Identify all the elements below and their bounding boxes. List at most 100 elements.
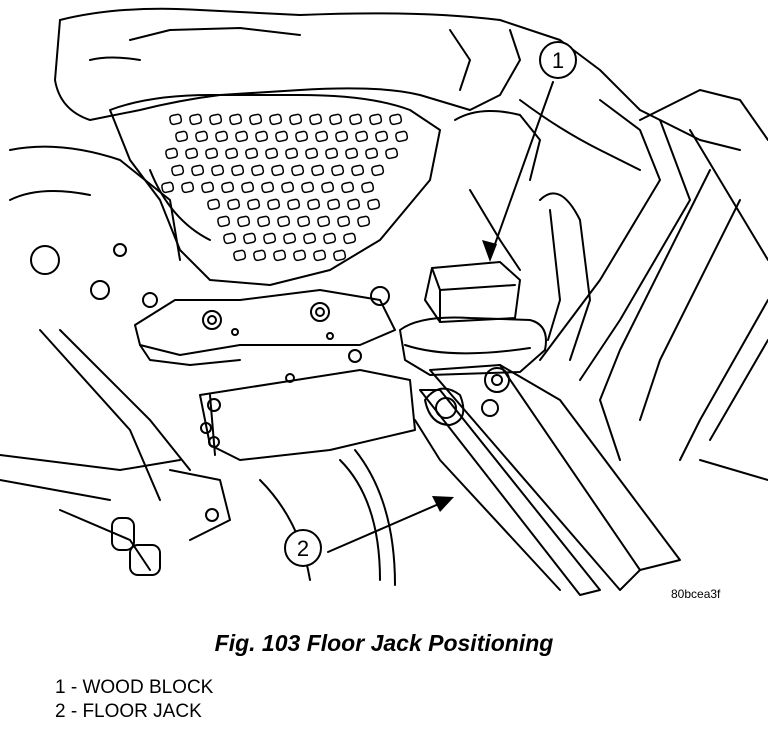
heat-shield-perforations bbox=[161, 113, 409, 262]
perforation-hole bbox=[221, 181, 235, 194]
perforation-hole bbox=[341, 181, 355, 194]
perforation-hole bbox=[257, 215, 271, 228]
floor-jack-arm bbox=[414, 364, 681, 596]
perforation-hole bbox=[225, 147, 239, 160]
perforation-hole bbox=[365, 147, 379, 160]
perforation-hole bbox=[345, 147, 359, 160]
perforation-hole bbox=[315, 130, 329, 143]
perforation-hole bbox=[215, 130, 229, 143]
perforation-hole bbox=[233, 249, 247, 262]
callout-1 bbox=[482, 41, 577, 262]
wood-block bbox=[424, 261, 521, 323]
perforation-hole bbox=[217, 215, 231, 228]
perforation-hole bbox=[165, 147, 179, 160]
engine-block bbox=[9, 7, 741, 300]
perforation-hole bbox=[301, 181, 315, 194]
perforation-hole bbox=[211, 164, 225, 177]
perforation-hole bbox=[329, 113, 343, 126]
perforation-hole bbox=[227, 198, 241, 211]
perforation-hole bbox=[283, 232, 297, 245]
perforation-hole bbox=[243, 232, 257, 245]
perforation-hole bbox=[287, 198, 301, 211]
figure-caption: Fig. 103 Floor Jack Positioning bbox=[214, 630, 554, 656]
perforation-hole bbox=[295, 130, 309, 143]
perforation-hole bbox=[351, 164, 365, 177]
perforation-hole bbox=[171, 164, 185, 177]
perforation-hole bbox=[395, 130, 409, 143]
perforation-hole bbox=[367, 198, 381, 211]
callout-2-number: 2 bbox=[297, 536, 309, 561]
perforation-hole bbox=[361, 181, 375, 194]
perforation-hole bbox=[297, 215, 311, 228]
perforation-hole bbox=[385, 147, 399, 160]
perforation-hole bbox=[357, 215, 371, 228]
perforation-hole bbox=[161, 181, 175, 194]
perforation-hole bbox=[343, 232, 357, 245]
perforation-hole bbox=[201, 181, 215, 194]
perforation-hole bbox=[303, 232, 317, 245]
perforation-hole bbox=[255, 130, 269, 143]
perforation-hole bbox=[371, 164, 385, 177]
perforation-hole bbox=[271, 164, 285, 177]
perforation-hole bbox=[185, 147, 199, 160]
perforation-hole bbox=[235, 130, 249, 143]
perforation-hole bbox=[241, 181, 255, 194]
perforation-hole bbox=[289, 113, 303, 126]
perforation-hole bbox=[323, 232, 337, 245]
perforation-hole bbox=[175, 130, 189, 143]
perforation-hole bbox=[265, 147, 279, 160]
mount-bracket bbox=[134, 286, 396, 366]
perforation-hole bbox=[307, 198, 321, 211]
perforation-hole bbox=[291, 164, 305, 177]
perforation-hole bbox=[333, 249, 347, 262]
legend: 1 - WOOD BLOCK 2 - FLOOR JACK bbox=[55, 676, 213, 724]
perforation-hole bbox=[277, 215, 291, 228]
legend-item-wood-block: 1 - WOOD BLOCK bbox=[55, 677, 214, 698]
perforation-hole bbox=[347, 198, 361, 211]
perforation-hole bbox=[375, 130, 389, 143]
perforation-hole bbox=[293, 249, 307, 262]
perforation-hole bbox=[275, 130, 289, 143]
perforation-hole bbox=[285, 147, 299, 160]
perforation-hole bbox=[261, 181, 275, 194]
floor-jack-saddle bbox=[399, 316, 547, 376]
callout-1-number: 1 bbox=[552, 48, 564, 73]
perforation-hole bbox=[245, 147, 259, 160]
perforation-hole bbox=[337, 215, 351, 228]
perforation-hole bbox=[253, 249, 267, 262]
perforation-hole bbox=[317, 215, 331, 228]
perforation-hole bbox=[349, 113, 363, 126]
perforation-hole bbox=[249, 113, 263, 126]
legend-item-floor-jack: 2 - FLOOR JACK bbox=[55, 701, 202, 722]
perforation-hole bbox=[169, 113, 183, 126]
perforation-hole bbox=[267, 198, 281, 211]
heat-shield bbox=[109, 94, 441, 286]
perforation-hole bbox=[305, 147, 319, 160]
perforation-hole bbox=[321, 181, 335, 194]
perforation-hole bbox=[263, 232, 277, 245]
perforation-hole bbox=[189, 113, 203, 126]
perforation-hole bbox=[313, 249, 327, 262]
perforation-hole bbox=[209, 113, 223, 126]
perforation-hole bbox=[251, 164, 265, 177]
perforation-hole bbox=[389, 113, 403, 126]
figure-id-code: 80bcea3f bbox=[671, 587, 721, 601]
perforation-hole bbox=[311, 164, 325, 177]
perforation-hole bbox=[205, 147, 219, 160]
perforation-hole bbox=[273, 249, 287, 262]
perforation-hole bbox=[269, 113, 283, 126]
brake-rotor bbox=[259, 449, 396, 586]
perforation-hole bbox=[369, 113, 383, 126]
perforation-hole bbox=[195, 130, 209, 143]
frame-rail bbox=[454, 89, 768, 481]
perforation-hole bbox=[325, 147, 339, 160]
perforation-hole bbox=[231, 164, 245, 177]
perforation-hole bbox=[181, 181, 195, 194]
perforation-hole bbox=[335, 130, 349, 143]
perforation-hole bbox=[309, 113, 323, 126]
callout-2 bbox=[284, 496, 454, 567]
perforation-hole bbox=[207, 198, 221, 211]
perforation-hole bbox=[331, 164, 345, 177]
perforation-hole bbox=[223, 232, 237, 245]
